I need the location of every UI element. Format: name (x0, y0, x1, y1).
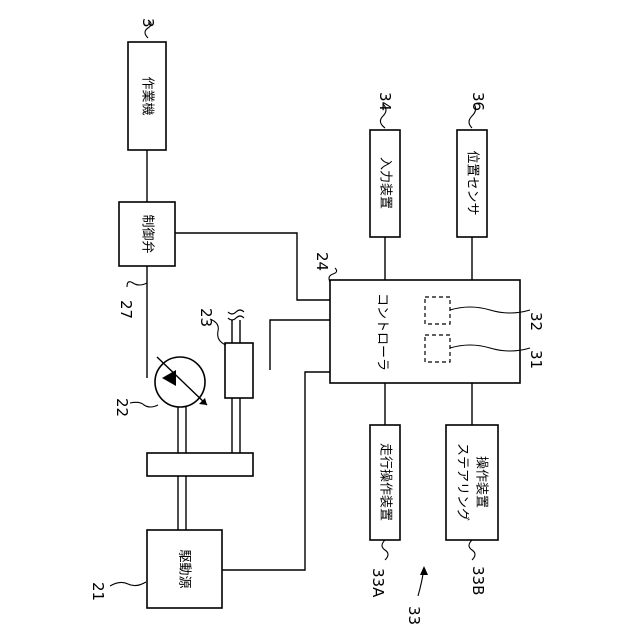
drive-source-block: 駆動源 (147, 530, 222, 608)
ref-control-valve: 27 (117, 300, 135, 319)
ref-motor-unit: 23 (197, 308, 215, 327)
ref-drive-source: 21 (89, 582, 107, 601)
ref-operation-group: 33 (405, 606, 423, 625)
steering-device-block: ステアリング 操作装置 (446, 425, 498, 540)
travel-device-label: 走行操作装置 (378, 443, 394, 521)
memory-unit-32 (425, 297, 450, 324)
motor-unit-block (225, 343, 253, 398)
position-sensor-label: 位置センサ (465, 150, 480, 215)
ref-work-machine: 3 (139, 18, 157, 28)
control-valve-label: 制御弁 (140, 214, 155, 253)
steering-device-label-line1: ステアリング (455, 443, 470, 521)
ref-travel-device: 33A (369, 568, 387, 598)
ref-controller: 24 (313, 252, 331, 271)
memory-unit-31 (425, 335, 450, 362)
travel-device-block: 走行操作装置 (370, 425, 400, 540)
control-valve-block: 制御弁 (119, 202, 175, 266)
ref-pump: 22 (113, 398, 131, 417)
shaft-break-marks (228, 310, 244, 320)
drive-source-label: 駆動源 (177, 549, 192, 588)
ref-position-sensor: 36 (469, 92, 487, 111)
ref-input-device: 34 (376, 92, 394, 111)
steering-device-label-line2: 操作装置 (474, 456, 490, 508)
position-sensor-block: 位置センサ (457, 130, 487, 237)
work-machine-label: 作業機 (140, 76, 156, 115)
ref-steering-device: 33B (469, 566, 487, 595)
power-takeoff-block (147, 453, 253, 476)
ref-memory-b: 31 (527, 350, 545, 369)
input-device-block: 入力装置 (370, 130, 400, 237)
controller-block: コントローラ (330, 280, 520, 383)
input-device-label: 入力装置 (378, 157, 393, 209)
controller-label: コントローラ (375, 293, 390, 371)
work-machine-block: 作業機 (128, 42, 166, 150)
variable-pump-symbol (155, 357, 207, 407)
ref-memory-a: 32 (527, 312, 545, 331)
